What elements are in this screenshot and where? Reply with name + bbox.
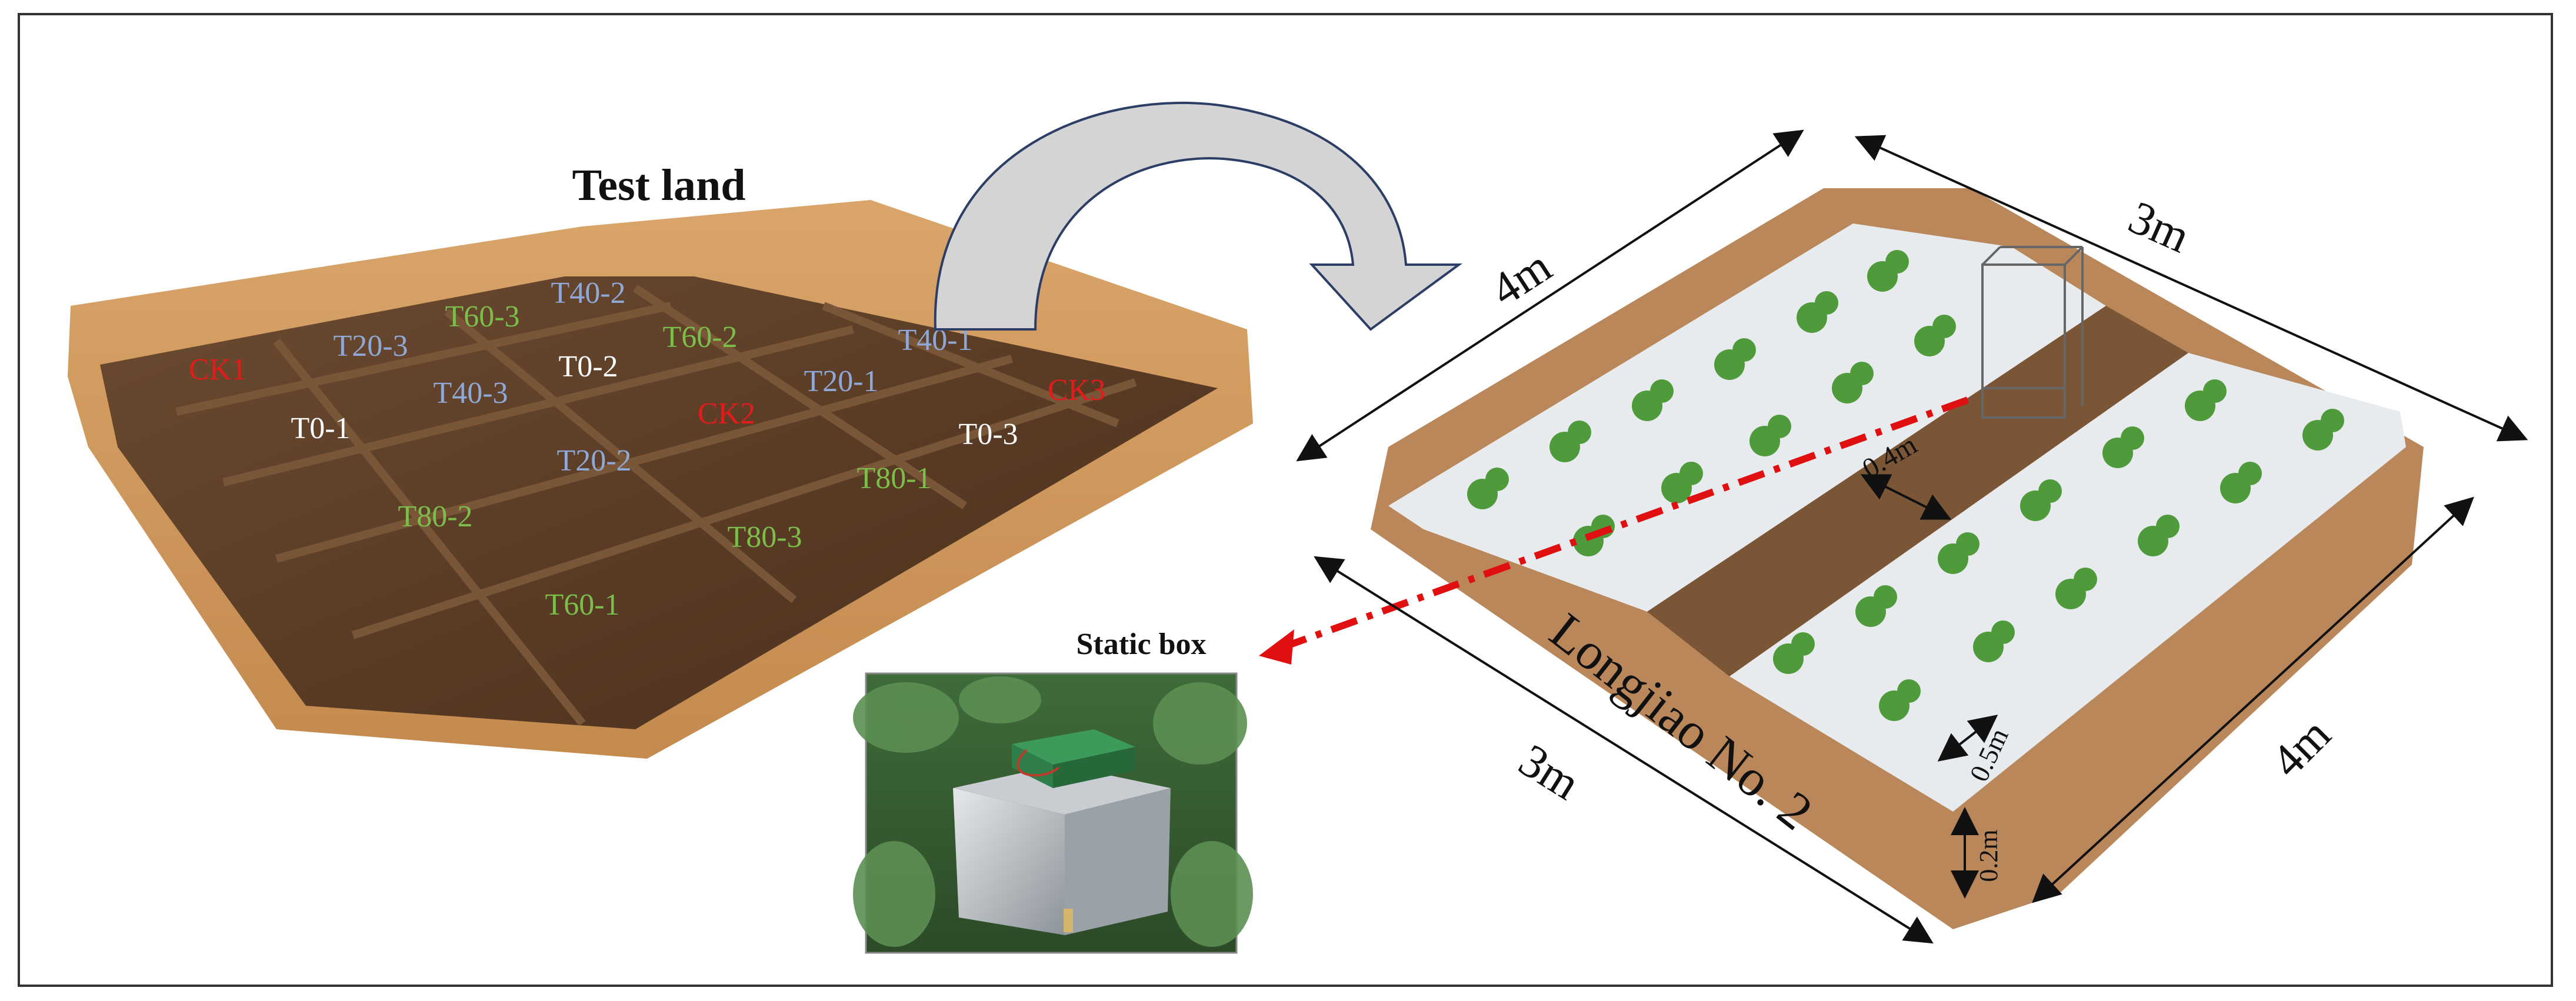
plot-label: CK1 [189, 353, 246, 386]
dim-line-spacing [1937, 715, 1998, 762]
plot-label: T0-2 [558, 350, 618, 383]
dim-line-bottom-left [1314, 556, 1934, 944]
red-arrow-head [1259, 629, 1294, 665]
test-land-panel: Test land CK1 T60-3 T40-2 T20-3 T60-2 T4… [68, 161, 1253, 759]
transition-arrow [934, 101, 1463, 331]
photo-leaves [853, 676, 1253, 947]
plot-label: T60-1 [545, 588, 619, 622]
plot-label: T40-2 [551, 276, 625, 310]
sample-port [1064, 909, 1073, 932]
plant [1661, 462, 1703, 503]
static-box-top [953, 765, 1171, 815]
dim-label-height: 0.2m [1974, 829, 2003, 882]
plant [1467, 468, 1509, 509]
plot-label: T0-1 [291, 412, 350, 445]
plant [1938, 532, 1980, 574]
battery-front [1053, 747, 1135, 788]
static-box-left-face [953, 788, 1065, 935]
static-box-panel: Static box [853, 628, 1253, 954]
dimension-lines [1296, 129, 2528, 944]
battery-top [1012, 729, 1135, 765]
dim-label-bottom-left: 3m [1510, 735, 1588, 810]
dim-label-top-right: 3m [2121, 191, 2197, 263]
plant [1797, 291, 1838, 333]
plot-label: T60-2 [662, 321, 737, 354]
static-box-right-face [1065, 788, 1171, 935]
plot-label: T20-2 [556, 444, 631, 478]
plot-labels: CK1 T60-3 T40-2 T20-3 T60-2 T40-1 T0-2 T… [189, 276, 1105, 622]
plot-label: T80-2 [398, 500, 472, 533]
dim-line-furrow [1860, 474, 1952, 520]
static-box-title: Static box [1077, 628, 1207, 661]
plant [2220, 462, 2262, 503]
dim-line-top-right [1854, 135, 2528, 442]
plant [1973, 620, 2015, 662]
dim-line-top-left [1296, 129, 1804, 462]
plot-label: T60-3 [445, 300, 519, 333]
dim-line-bottom-right [2032, 496, 2474, 903]
plot-label: T20-1 [804, 365, 878, 398]
dim-label-top-left: 4m [1482, 240, 1561, 316]
test-land-title: Test land [572, 161, 746, 210]
plot-label: CK3 [1048, 373, 1105, 407]
test-land-ridges [175, 285, 1137, 726]
plot-label: T40-3 [433, 376, 508, 410]
plot-label: T80-3 [727, 520, 802, 554]
plot-label: T80-1 [857, 462, 931, 495]
plot-label: T0-3 [958, 418, 1018, 451]
dim-label-bottom-right: 4m [2261, 708, 2341, 788]
plot-label: CK2 [698, 397, 755, 431]
battery-wire [1017, 749, 1060, 777]
plot-label: T20-3 [333, 329, 408, 363]
field-panel: 4m 3m 3m 4m 0.4m 0.5m 0.2m Longjiao No. … [1259, 129, 2528, 944]
test-land-bed [100, 276, 1218, 729]
